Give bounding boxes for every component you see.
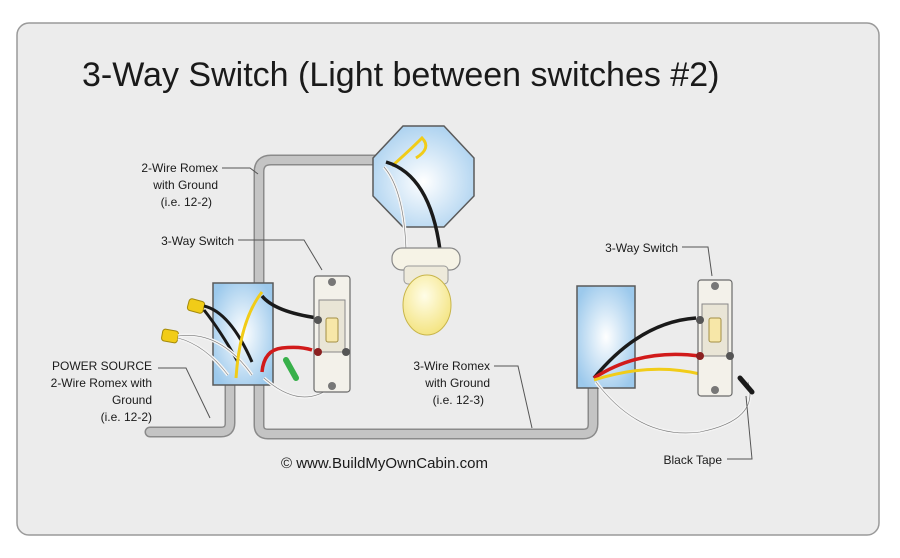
label-switch-right: 3-Way Switch [605,241,678,255]
label-romex-3wire: 3-Wire Romex with Ground (i.e. 12-3) [413,359,490,407]
light-fixture [372,125,475,336]
label-power-source-line3: Ground [112,393,152,407]
ceiling-box-octagon [372,125,475,228]
credit-text: © www.BuildMyOwnCabin.com [281,455,488,472]
label-romex-top-line3: (i.e. 12-2) [161,195,212,209]
right-3way-switch [696,279,734,397]
label-power-source-line4: (i.e. 12-2) [101,410,152,424]
light-bulb [402,274,452,336]
ground-wire-green [283,357,299,381]
label-romex-top-line2: with Ground [152,178,218,192]
right-switch-toggle [708,317,722,343]
leader-lines [158,167,753,460]
diagram-title: 3-Way Switch (Light between switches #2) [82,56,719,94]
cable-group [144,154,599,440]
right-switch-box [576,285,755,435]
left-switch-box [161,282,332,399]
label-power-source-line1: POWER SOURCE [52,359,152,373]
label-power-source: POWER SOURCE 2-Wire Romex with Ground (i… [51,359,152,424]
wire-nut-yellow-2 [161,328,254,377]
label-switch-left: 3-Way Switch [161,234,234,248]
label-romex-3wire-line2: with Ground [424,376,490,390]
label-romex-3wire-line3: (i.e. 12-3) [433,393,484,407]
left-switch-toggle [325,317,339,343]
label-black-tape: Black Tape [664,453,723,467]
label-romex-top: 2-Wire Romex with Ground (i.e. 12-2) [141,161,218,209]
label-romex-top-line1: 2-Wire Romex [141,161,218,175]
left-3way-switch [313,275,351,393]
label-romex-3wire-line1: 3-Wire Romex [413,359,490,373]
label-power-source-line2: 2-Wire Romex with [51,376,152,390]
